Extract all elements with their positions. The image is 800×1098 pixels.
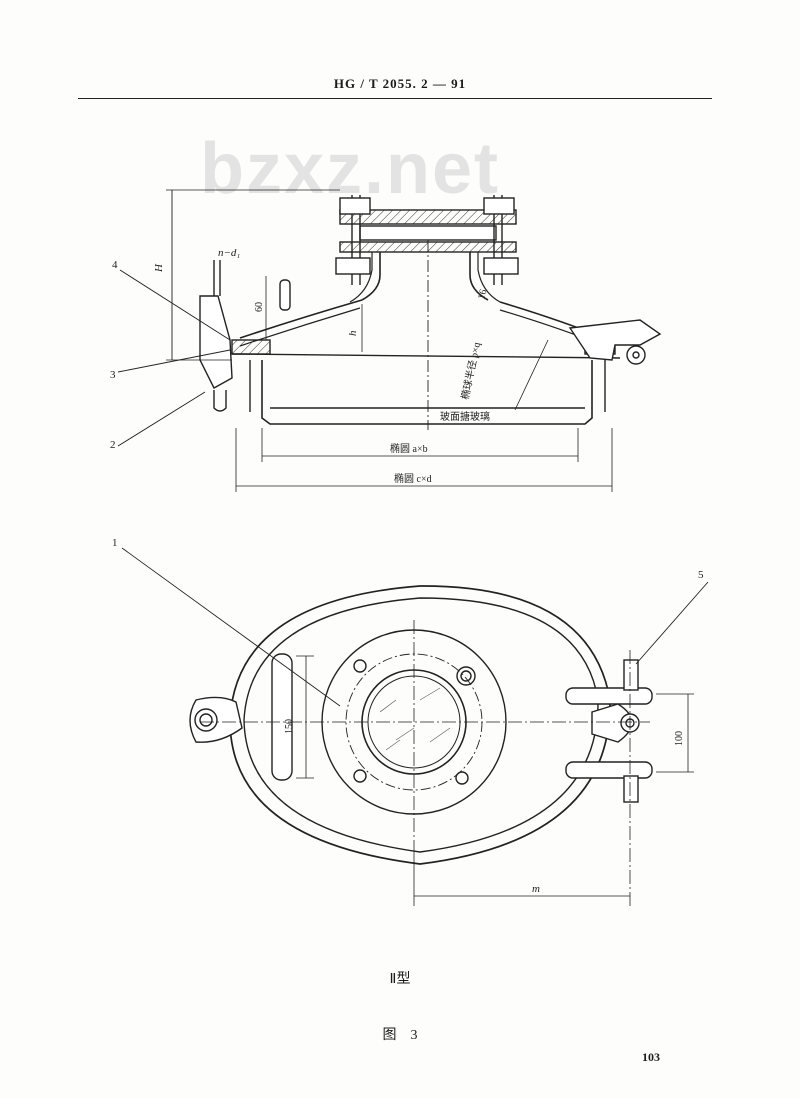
figure-caption: 图 3 bbox=[382, 1028, 418, 1043]
dim-h-label: h bbox=[347, 330, 359, 336]
plan-handle-bar bbox=[271, 653, 293, 781]
dim-60-label: 60 bbox=[254, 302, 265, 312]
watermark: bzxz.net bbox=[200, 129, 501, 209]
body-ring bbox=[261, 360, 593, 425]
radius-label: 椭球半径 p×q bbox=[458, 341, 483, 401]
handle-bar bbox=[279, 279, 291, 311]
dim-cd-label: 椭圆 c×d bbox=[394, 472, 432, 485]
dome-shell bbox=[239, 299, 611, 341]
type-label: Ⅱ型 bbox=[389, 972, 411, 987]
right-hinge bbox=[568, 319, 662, 361]
dim-m-label: m bbox=[532, 883, 540, 895]
plan-view bbox=[121, 547, 709, 906]
bolt-left bbox=[335, 195, 371, 285]
glass-label: 玻面搪玻璃 bbox=[440, 410, 490, 423]
plan-right-hinge-top bbox=[565, 687, 653, 705]
neck bbox=[361, 252, 489, 301]
dim-H-label: H bbox=[153, 263, 165, 273]
gasket bbox=[231, 339, 271, 355]
side-view bbox=[117, 189, 662, 492]
dim-16-label: 16 bbox=[476, 288, 489, 301]
callout-1: 1 bbox=[112, 537, 118, 549]
dim-150-label: 150 bbox=[284, 719, 295, 734]
standard-code: HG / T 2055. 2 — 91 bbox=[333, 76, 467, 91]
top-flange bbox=[339, 209, 517, 225]
page-number: 103 bbox=[642, 1050, 660, 1064]
dim-100-label: 100 bbox=[674, 731, 685, 746]
dim-ab-label: 椭圆 a×b bbox=[390, 442, 428, 455]
left-clamp bbox=[199, 295, 233, 389]
glass-plate bbox=[359, 225, 497, 241]
callout-5: 5 bbox=[698, 569, 704, 581]
callout-4: 4 bbox=[112, 259, 118, 271]
header-rule bbox=[78, 98, 712, 99]
callout-2: 2 bbox=[110, 439, 116, 451]
dim-nd-label: n−d₁ bbox=[218, 247, 240, 259]
callout-3: 3 bbox=[110, 369, 116, 381]
bolt-right bbox=[483, 195, 519, 285]
